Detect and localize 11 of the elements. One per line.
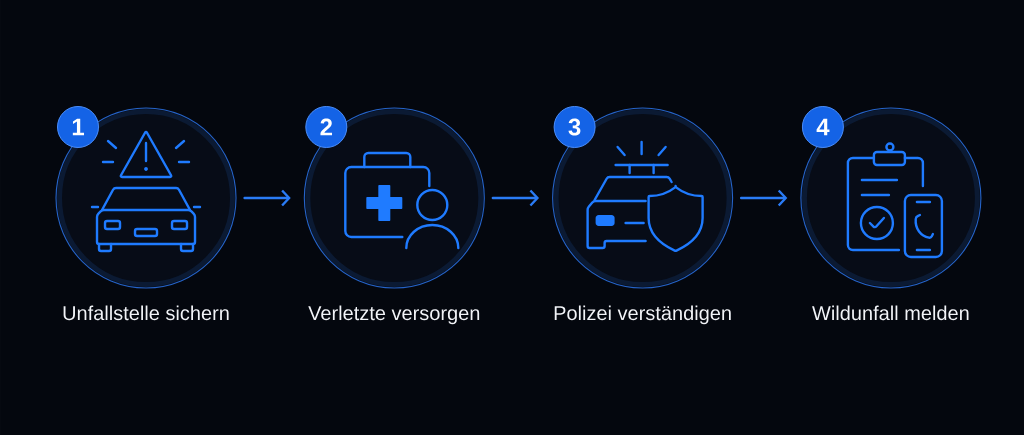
number-badge: 2	[305, 106, 348, 148]
step-label: Unfallstelle sichern	[63, 305, 229, 321]
step-label: Wildunfall melden	[812, 305, 969, 321]
step-label: Verletzte versorgen	[308, 305, 480, 325]
number-badge: 3	[553, 106, 596, 148]
number-badge: 4	[801, 106, 844, 148]
arrow	[491, 189, 540, 207]
step-label: Polizei verständigen	[554, 305, 731, 325]
number-badge: 1	[57, 106, 99, 148]
arrow	[243, 189, 291, 207]
arrow	[739, 189, 788, 207]
